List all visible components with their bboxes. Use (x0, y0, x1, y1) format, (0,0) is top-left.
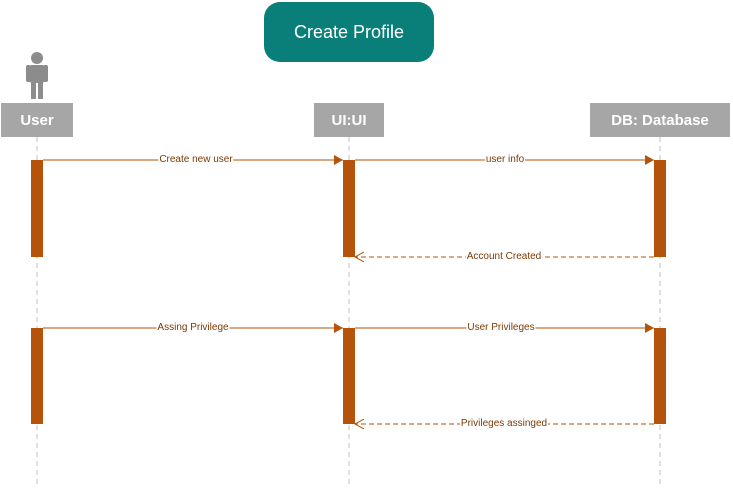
activation-bar-db (654, 160, 666, 257)
participant-user: User (1, 103, 73, 137)
activation-bar-user (31, 160, 43, 257)
participant-db: DB: Database (590, 103, 730, 137)
activation-bar-ui (343, 328, 355, 424)
message-label: user info (484, 154, 526, 166)
message-label: Create new user (158, 154, 234, 166)
activation-bar-db (654, 328, 666, 424)
message-label: Account Created (465, 251, 543, 263)
message-label: Assing Privilege (156, 322, 230, 334)
diagram-title: Create Profile (264, 2, 434, 62)
activation-bar-ui (343, 160, 355, 257)
message-label: User Privileges (466, 322, 536, 334)
participant-ui: UI:UI (314, 103, 384, 137)
activation-bar-user (31, 328, 43, 424)
person-icon (26, 52, 48, 99)
message-label: Privileges assinged (459, 418, 549, 430)
